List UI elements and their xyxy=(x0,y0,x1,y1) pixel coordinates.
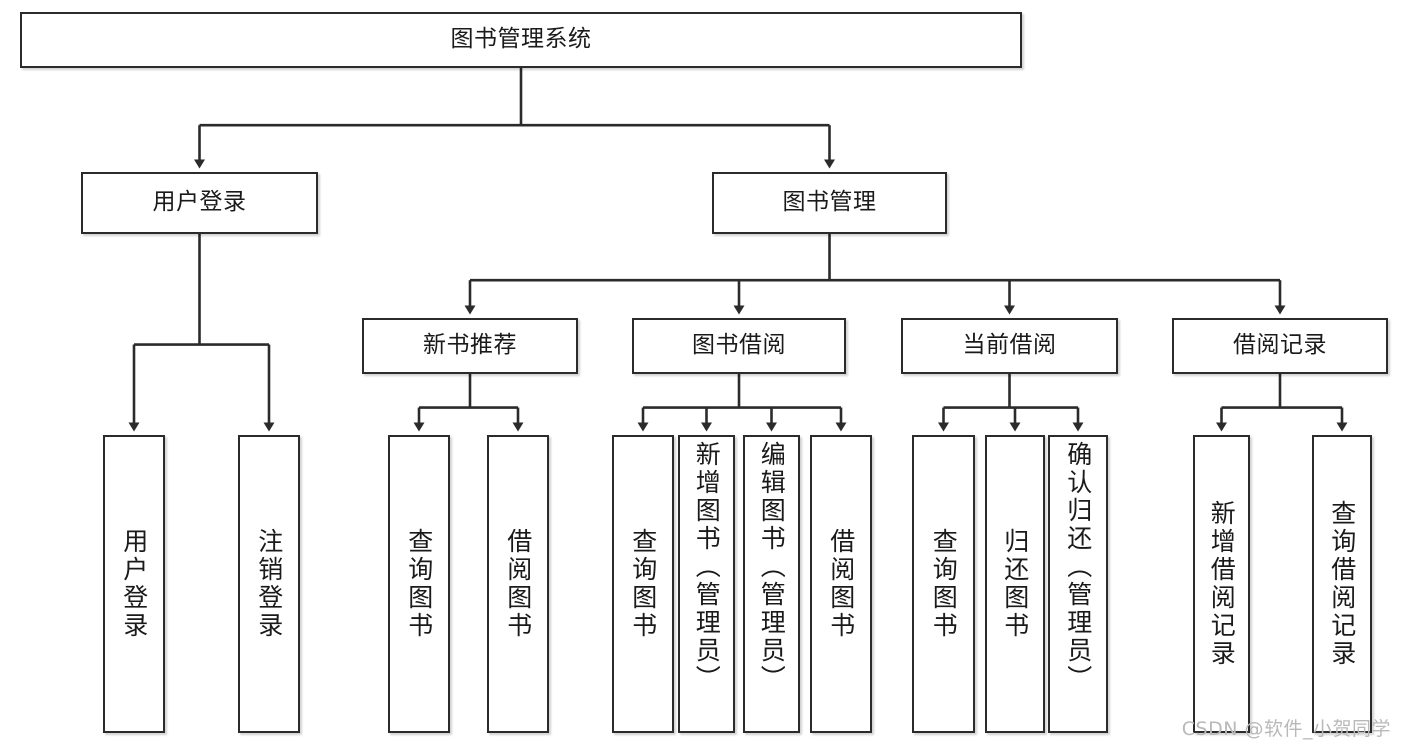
leaf-current-return-book[interactable]: 归还图书 xyxy=(985,435,1045,733)
node-book-borrow-label: 图书借阅 xyxy=(692,332,786,359)
node-book-management-label: 图书管理 xyxy=(782,189,877,216)
leaf-recommend-query-book[interactable]: 查询图书 xyxy=(388,435,450,733)
node-new-book-recommend-label: 新书推荐 xyxy=(423,332,517,359)
leaf-current-confirm-return-label: 确认归还（管理员） xyxy=(1063,441,1093,693)
leaf-record-query-record-label: 查询借阅记录 xyxy=(1327,500,1357,668)
leaf-record-add-record-label: 新增借阅记录 xyxy=(1207,500,1237,668)
node-borrow-record[interactable]: 借阅记录 xyxy=(1172,318,1388,374)
leaf-record-query-record[interactable]: 查询借阅记录 xyxy=(1312,435,1372,733)
node-book-borrow[interactable]: 图书借阅 xyxy=(632,318,846,374)
leaf-current-return-book-label: 归还图书 xyxy=(1000,528,1030,640)
leaf-borrow-edit-book-label: 编辑图书（管理员） xyxy=(757,441,787,693)
node-root-label: 图书管理系统 xyxy=(450,26,592,53)
node-current-borrow[interactable]: 当前借阅 xyxy=(901,318,1118,374)
leaf-recommend-borrow-book-label: 借阅图书 xyxy=(503,528,533,640)
leaf-current-query-book-label: 查询图书 xyxy=(929,528,959,640)
leaf-borrow-query-book-label: 查询图书 xyxy=(628,528,658,640)
leaf-user-logout[interactable]: 注销登录 xyxy=(238,435,300,733)
node-root[interactable]: 图书管理系统 xyxy=(20,12,1022,68)
leaf-borrow-add-book[interactable]: 新增图书（管理员） xyxy=(678,435,735,733)
leaf-user-login-label: 用户登录 xyxy=(119,528,149,640)
leaf-borrow-add-book-label: 新增图书（管理员） xyxy=(692,441,722,693)
leaf-current-query-book[interactable]: 查询图书 xyxy=(912,435,975,733)
leaf-record-add-record[interactable]: 新增借阅记录 xyxy=(1193,435,1250,733)
node-borrow-record-label: 借阅记录 xyxy=(1233,332,1327,359)
node-current-borrow-label: 当前借阅 xyxy=(962,332,1057,359)
leaf-borrow-query-book[interactable]: 查询图书 xyxy=(612,435,674,733)
node-new-book-recommend[interactable]: 新书推荐 xyxy=(362,318,578,374)
leaf-user-logout-label: 注销登录 xyxy=(254,528,284,640)
node-book-management[interactable]: 图书管理 xyxy=(712,172,947,234)
watermark: CSDN @软件_小贺同学 xyxy=(1181,718,1391,740)
node-user-login-label: 用户登录 xyxy=(152,189,247,216)
leaf-borrow-edit-book[interactable]: 编辑图书（管理员） xyxy=(743,435,800,733)
leaf-recommend-borrow-book[interactable]: 借阅图书 xyxy=(487,435,549,733)
node-user-login[interactable]: 用户登录 xyxy=(81,172,318,234)
leaf-user-login[interactable]: 用户登录 xyxy=(103,435,165,733)
leaf-borrow-lend-book[interactable]: 借阅图书 xyxy=(810,435,872,733)
leaf-current-confirm-return[interactable]: 确认归还（管理员） xyxy=(1048,435,1108,733)
leaf-borrow-lend-book-label: 借阅图书 xyxy=(826,528,856,640)
leaf-recommend-query-book-label: 查询图书 xyxy=(404,528,434,640)
